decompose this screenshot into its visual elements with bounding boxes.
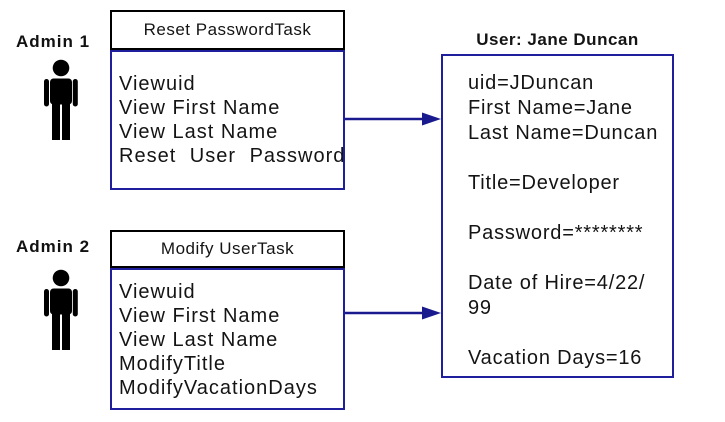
task-item: View First Name xyxy=(119,97,281,119)
user-card-line xyxy=(468,196,666,221)
task-item: View First Name xyxy=(119,305,281,327)
task-box-title: Reset PasswordTask xyxy=(143,20,312,39)
task-box-title: Modify UserTask xyxy=(160,239,295,258)
task-box-reset-password: Reset PasswordTask Viewuid View First Na… xyxy=(110,10,345,190)
admin1-person-icon xyxy=(44,59,78,140)
task-box-body: Viewuid View First Name View Last Name M… xyxy=(110,268,345,410)
user-card-line: Password=******** xyxy=(468,222,644,244)
task-item: ModifyTitle xyxy=(119,353,226,375)
user-card-line: First Name=Jane xyxy=(468,97,633,119)
user-card-line xyxy=(468,246,666,271)
task-item: Viewuid xyxy=(119,281,196,303)
user-card-line xyxy=(468,321,666,346)
task-item: ModifyVacationDays xyxy=(119,377,318,399)
user-card-line: Date of Hire=4/22/ xyxy=(468,272,646,294)
task-item: Reset User Password xyxy=(119,145,346,167)
user-card-line: 99 xyxy=(468,297,492,319)
admin1-label: Admin 1 xyxy=(16,32,91,51)
task-box-modify-user: Modify UserTask Viewuid View First Name … xyxy=(110,230,345,410)
user-card: uid=JDuncan First Name=Jane Last Name=Du… xyxy=(441,54,674,378)
task-box-header: Reset PasswordTask xyxy=(110,10,345,50)
user-card-line xyxy=(468,146,666,171)
user-card-line: Vacation Days=16 xyxy=(468,347,643,369)
user-card-line: Last Name=Duncan xyxy=(468,122,659,144)
task-item: View Last Name xyxy=(119,329,279,351)
admin2-person-icon xyxy=(44,269,78,350)
arrow-icon xyxy=(345,306,441,320)
admin2-label: Admin 2 xyxy=(16,237,91,256)
task-item: View Last Name xyxy=(119,121,279,143)
task-box-body: Viewuid View First Name View Last Name R… xyxy=(110,50,345,190)
task-item: Viewuid xyxy=(119,73,196,95)
user-card-line: uid=JDuncan xyxy=(468,72,595,94)
task-box-header: Modify UserTask xyxy=(110,230,345,268)
arrow-icon xyxy=(345,112,441,126)
user-card-title: User: Jane Duncan xyxy=(476,30,639,49)
user-card-line: Title=Developer xyxy=(468,172,620,194)
